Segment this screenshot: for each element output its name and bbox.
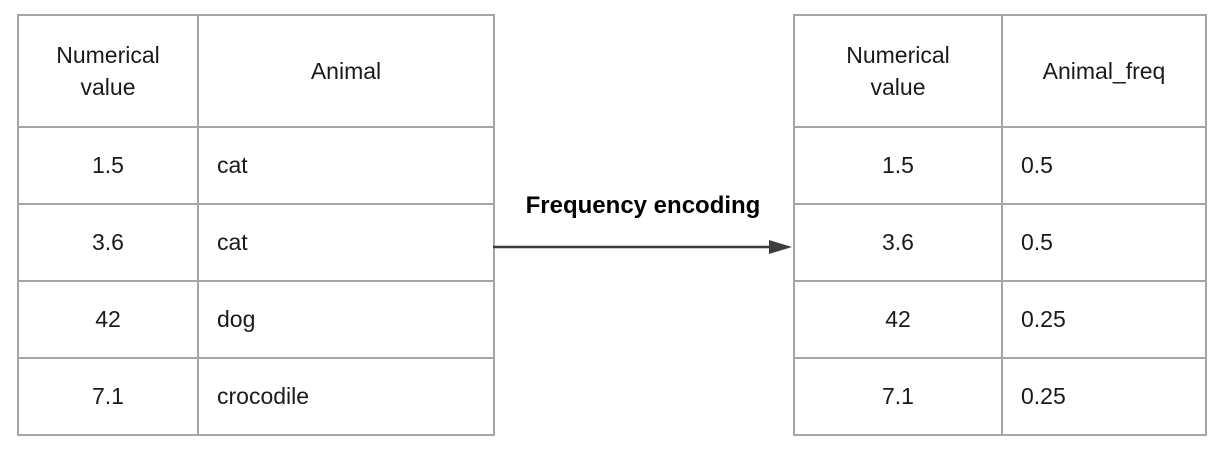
column-header-label: Numerical value bbox=[846, 41, 950, 100]
column-header-label: Animal_freq bbox=[1042, 57, 1166, 84]
column-header: Numerical value bbox=[17, 14, 199, 128]
transform-label: Frequency encoding bbox=[525, 192, 761, 219]
table-cell: 7.1 bbox=[17, 357, 199, 436]
table-cell: crocodile bbox=[197, 357, 495, 436]
table-cell: 42 bbox=[793, 280, 1003, 359]
table-cell: dog bbox=[197, 280, 495, 359]
table-cell: cat bbox=[197, 126, 495, 205]
column-header: Animal bbox=[197, 14, 495, 128]
transform-annotation: Frequency encoding bbox=[493, 192, 793, 257]
original-table-header: Numerical value Animal bbox=[17, 14, 495, 128]
table-cell: 3.6 bbox=[17, 203, 199, 282]
column-header-label: Animal bbox=[310, 57, 382, 84]
table-cell: cat bbox=[197, 203, 495, 282]
column-header-label: Numerical value bbox=[56, 41, 160, 100]
right-arrow-icon bbox=[493, 239, 792, 254]
column-header: Numerical value bbox=[793, 14, 1003, 128]
table-cell: 3.6 bbox=[793, 203, 1003, 282]
table-cell: 42 bbox=[17, 280, 199, 359]
table-cell: 0.25 bbox=[1001, 357, 1207, 436]
table-cell: 0.5 bbox=[1001, 203, 1207, 282]
table-cell: 1.5 bbox=[793, 126, 1003, 205]
header-row: Numerical value Animal_freq bbox=[793, 14, 1207, 128]
table-cell: 1.5 bbox=[17, 126, 199, 205]
header-row: Numerical value Animal bbox=[17, 14, 495, 128]
table-cell: 7.1 bbox=[793, 357, 1003, 436]
table-cell: 0.5 bbox=[1001, 126, 1207, 205]
column-header: Animal_freq bbox=[1001, 14, 1207, 128]
encoded-table-header: Numerical value Animal_freq bbox=[793, 14, 1207, 128]
table-cell: 0.25 bbox=[1001, 280, 1207, 359]
